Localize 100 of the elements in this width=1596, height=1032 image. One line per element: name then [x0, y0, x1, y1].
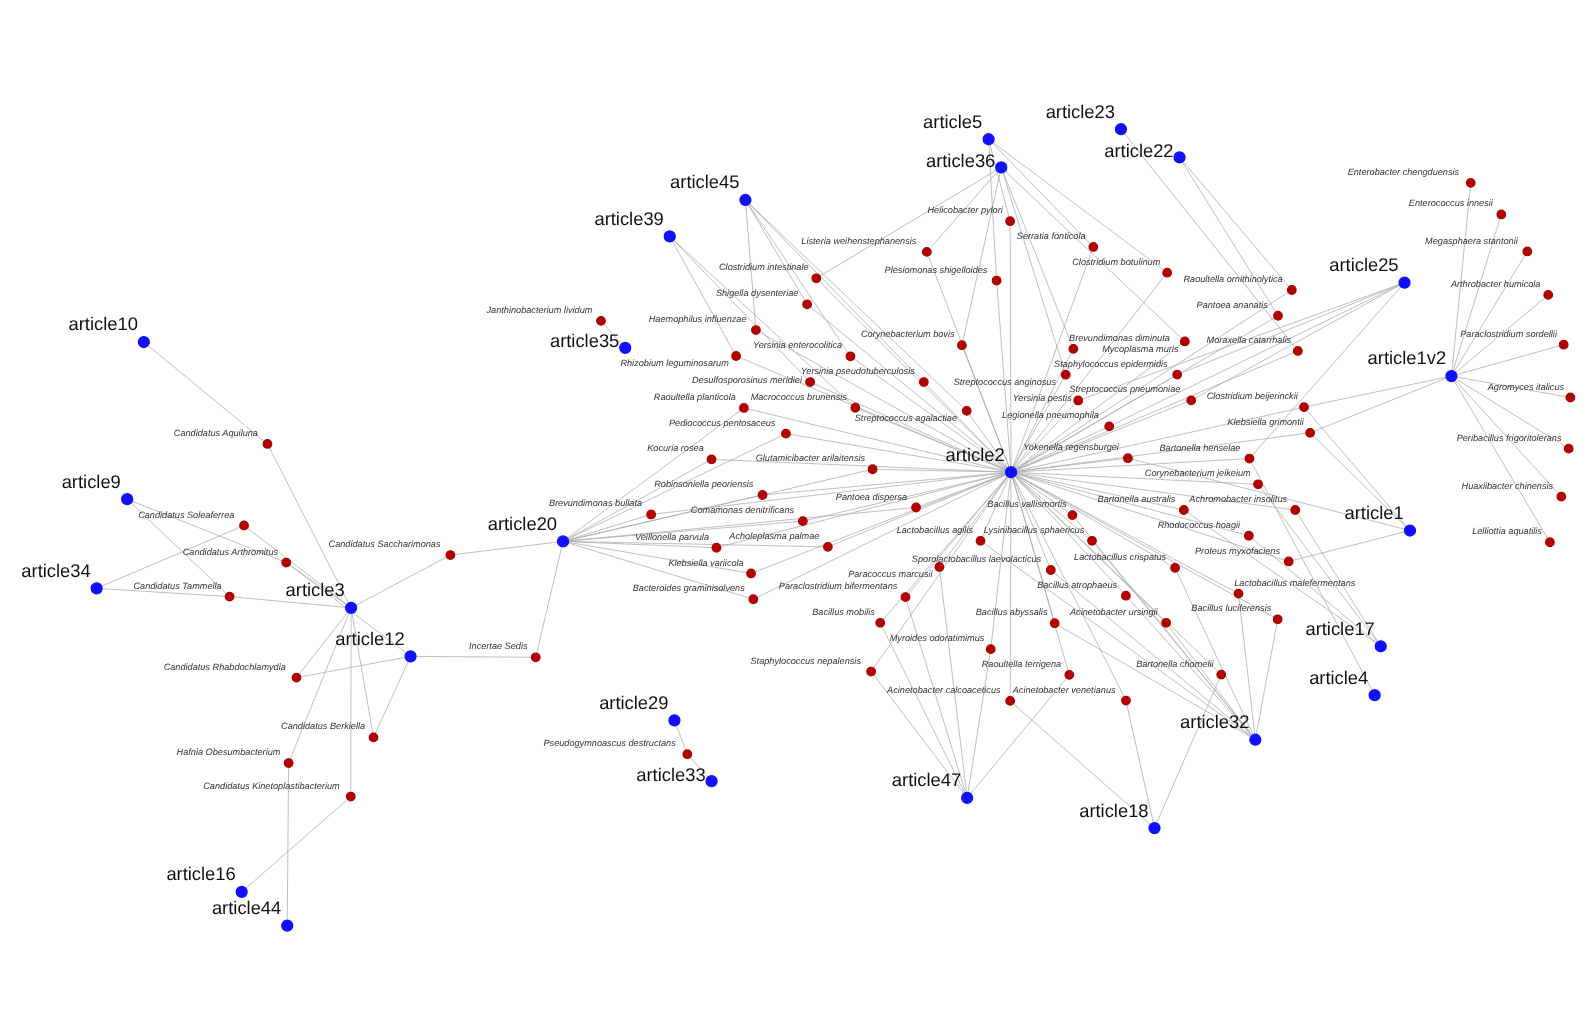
connector [233, 595, 346, 607]
connector [1307, 375, 1447, 406]
node-circle [1179, 335, 1190, 346]
node-circle [1087, 534, 1097, 545]
node-circle [739, 192, 752, 206]
node-circle [706, 453, 717, 464]
node-circle [1465, 176, 1476, 187]
connector [1015, 375, 1174, 469]
node-label: article18 [1079, 799, 1149, 820]
node-circle [1088, 241, 1099, 251]
connector [1014, 475, 1123, 592]
connector [1016, 471, 1255, 484]
node-circle [1216, 668, 1227, 679]
connector [132, 499, 283, 561]
node-circle [900, 591, 911, 601]
connector [747, 203, 806, 300]
node-circle [1064, 668, 1075, 679]
node-circle [291, 671, 302, 682]
node-circle [1299, 401, 1309, 412]
connector [1252, 285, 1402, 455]
connector [1005, 170, 1182, 338]
node-label: article34 [21, 559, 91, 580]
connector [883, 475, 1008, 619]
node-circle [866, 665, 876, 676]
connector [1292, 530, 1405, 560]
connector [819, 168, 997, 276]
connector [1176, 570, 1254, 735]
node-circle [811, 272, 822, 283]
connector [1187, 511, 1377, 643]
node-label: article47 [891, 769, 962, 790]
node-circle [1565, 391, 1576, 402]
connector [1015, 474, 1089, 538]
node-circle [1368, 688, 1381, 701]
node-label: article44 [211, 896, 282, 917]
node-label: article29 [599, 691, 669, 712]
node-label: article39 [594, 207, 664, 228]
connector [747, 407, 1006, 471]
connector [567, 541, 750, 598]
connector [1256, 622, 1278, 734]
connector [1013, 377, 1064, 467]
connector [1012, 476, 1054, 619]
connector [1194, 283, 1401, 398]
connector [102, 587, 226, 596]
connector [1260, 486, 1378, 642]
connector [289, 611, 350, 759]
connector [881, 625, 965, 793]
node-circle [746, 567, 756, 578]
connector [1015, 426, 1106, 470]
connector [247, 526, 347, 604]
node-label: article32 [1180, 711, 1250, 732]
node-circle [738, 402, 749, 412]
node-circle [1173, 150, 1186, 163]
node-circle [1292, 345, 1303, 355]
node-circle [995, 160, 1008, 173]
connector [983, 542, 1252, 736]
connector [854, 357, 1007, 469]
node-circle [1045, 564, 1056, 574]
connector [749, 202, 922, 379]
connector [1016, 472, 1180, 509]
node-label: article5 [923, 110, 983, 131]
connector [567, 434, 783, 539]
connector [1016, 457, 1246, 472]
connector [350, 612, 352, 792]
node-circle [751, 324, 761, 334]
connector [1015, 473, 1275, 617]
connector [101, 525, 241, 586]
connector [906, 599, 966, 792]
connector [919, 472, 1007, 506]
connector [873, 475, 1009, 668]
connector [1094, 542, 1252, 735]
node-circle [283, 757, 294, 767]
node-label: article3 [285, 579, 345, 600]
node-circle [1522, 245, 1533, 256]
connector [1009, 224, 1012, 466]
connector [759, 330, 1007, 469]
node-circle [619, 340, 632, 353]
node-circle [646, 508, 656, 519]
connector [873, 673, 965, 793]
node-circle [1543, 289, 1554, 299]
node-circle [1558, 338, 1569, 349]
connector [1002, 171, 1065, 370]
connector [1251, 461, 1373, 690]
node-label: article9 [61, 470, 121, 491]
node-circle [1273, 309, 1283, 320]
connector [988, 143, 997, 276]
node-circle [1170, 561, 1180, 572]
node-circle [921, 246, 932, 256]
node-label: article35 [549, 330, 620, 351]
node-circle [239, 519, 249, 530]
node-circle [1005, 215, 1015, 226]
connector [1156, 677, 1220, 823]
node-circle [1121, 589, 1131, 600]
connector [970, 677, 1067, 793]
connector [351, 612, 374, 733]
connector [963, 348, 1010, 467]
node-label: article45 [670, 171, 740, 192]
connector [981, 475, 1010, 537]
connector [1003, 171, 1073, 345]
connector [990, 476, 1011, 645]
node-circle [1556, 490, 1567, 501]
